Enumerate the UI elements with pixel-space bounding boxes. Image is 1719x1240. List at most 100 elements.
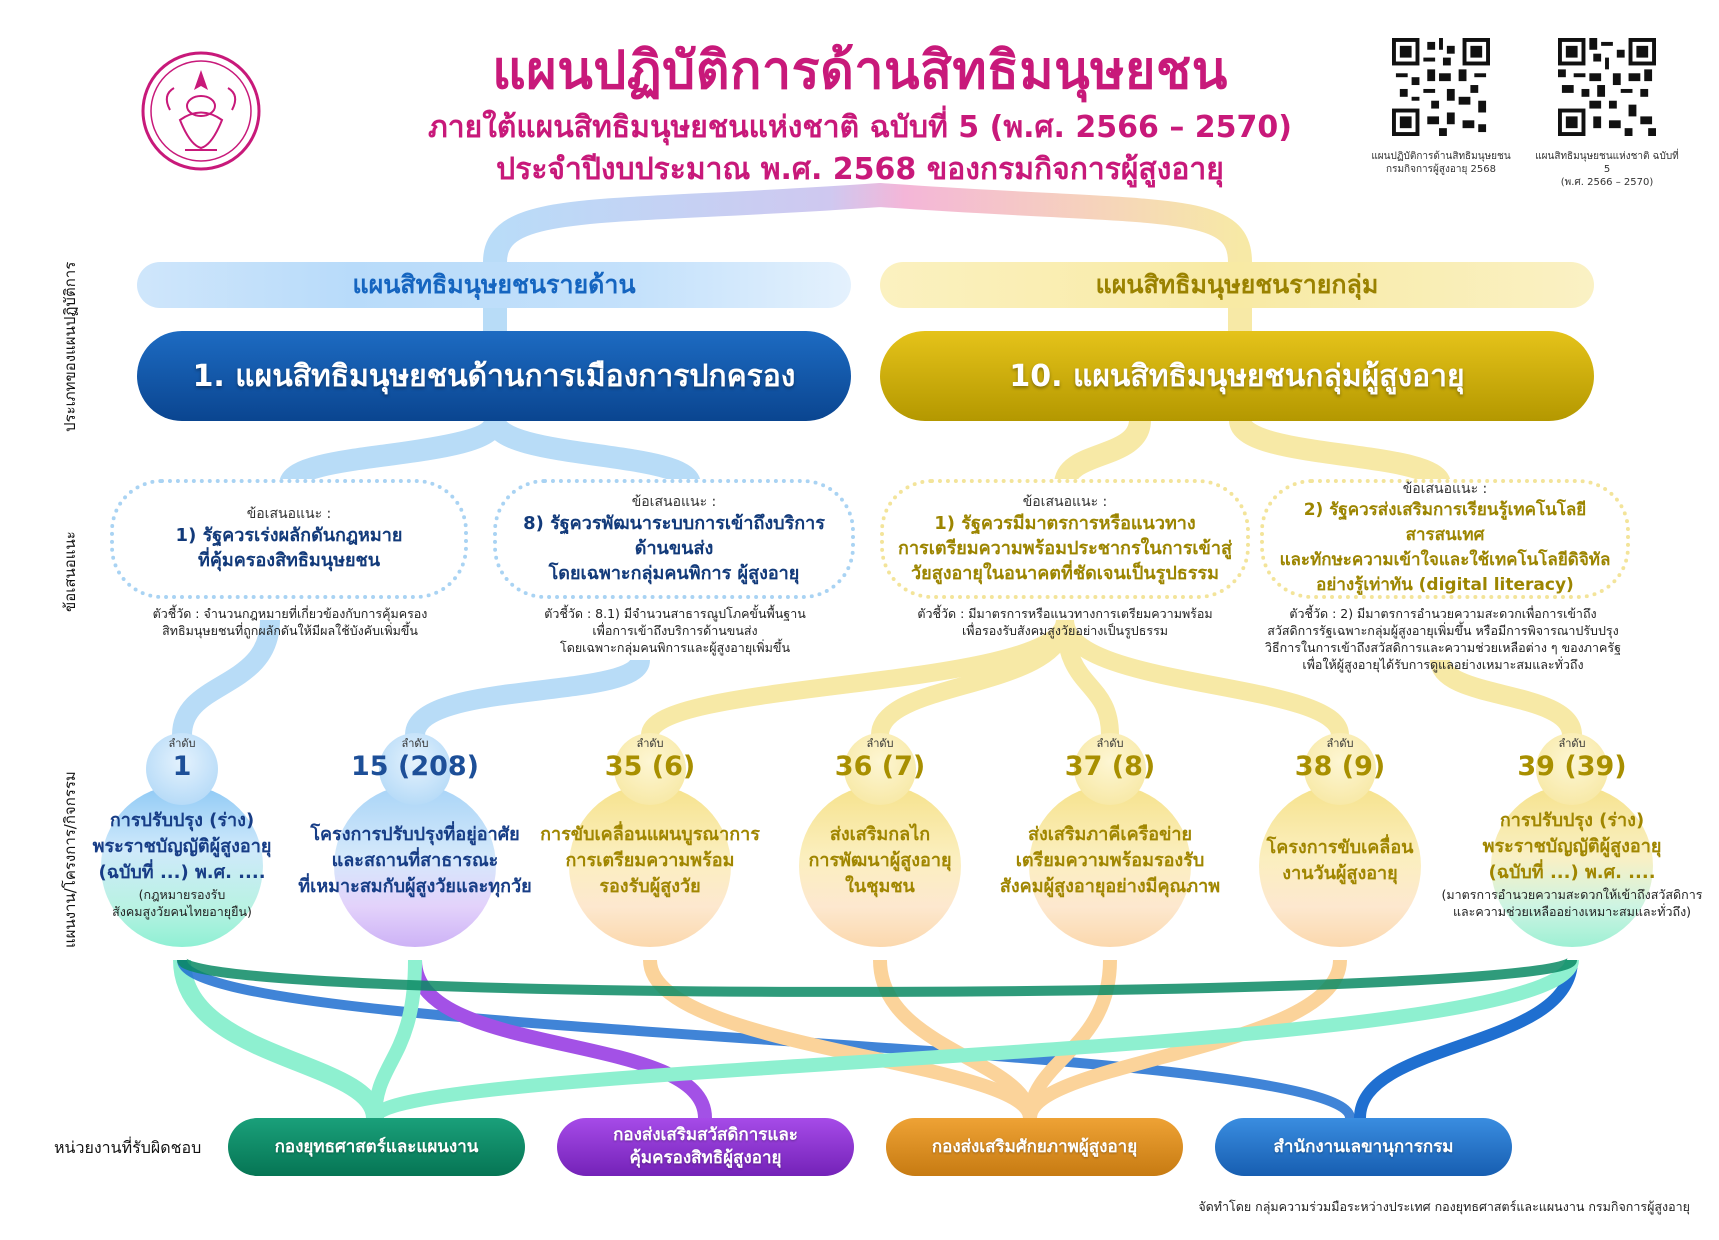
project-title-line: งานวันผู้สูงอายุ [1282, 863, 1398, 884]
project-text: การปรับปรุง (ร่าง) พระราชบัญญัติผู้สูงอา… [92, 808, 272, 920]
project-note-line: (มาตรการอำนวยความสะดวกให้เข้าถึงสวัสดิกา… [1441, 887, 1703, 902]
qr-caption-line: กรมกิจการผู้สูงอายุ 2568 [1386, 164, 1496, 175]
project-circle [1259, 785, 1421, 947]
department-seal-logo [141, 51, 261, 171]
project-title-line: โครงการขับเคลื่อน [1266, 837, 1414, 858]
indicator-line: สวัสดิการรัฐเฉพาะกลุ่มผู้สูงอายุเพิ่มขึ้… [1267, 623, 1619, 638]
recommendation-text: การเตรียมความพร้อมประชากรในการเข้าสู่ [898, 537, 1232, 559]
agency-label: กองส่งเสริมสวัสดิการและ [613, 1125, 798, 1145]
project-circle [334, 785, 496, 947]
qr-code-icon[interactable] [1558, 38, 1656, 136]
rank-caption: ลำดับ [1326, 737, 1354, 750]
project-title-line: การปรับปรุง (ร่าง) [1499, 810, 1645, 831]
rank-badge: ลำดับ 1 [146, 733, 218, 805]
plan-elderly-group: 10. แผนสิทธิมนุษยชนกลุ่มผู้สูงอายุ [880, 331, 1594, 421]
indicator-line: ตัวชี้วัด : 8.1) มีจำนวนสาธารณูปโภคขั้นพ… [544, 606, 806, 621]
recommendation-text: 8) รัฐควรพัฒนาระบบการเข้าถึงบริการด้านขน… [523, 512, 825, 559]
recommendation-card: ข้อเสนอแนะ : 1) รัฐควรเร่งผลักดันกฎหมาย … [110, 479, 468, 599]
recommendation-card: ข้อเสนอแนะ : 1) รัฐควรมีมาตรการหรือแนวทา… [880, 479, 1250, 599]
recommendation-text: อย่างรู้เท่าทัน (digital literacy) [1316, 575, 1574, 595]
agency-welfare-protection: กองส่งเสริมสวัสดิการและ คุ้มครองสิทธิผู้… [557, 1118, 854, 1176]
recommendation-text: 1) รัฐควรมีมาตรการหรือแนวทาง [934, 512, 1196, 534]
project-title-line: การขับเคลื่อนแผนบูรณาการ [540, 824, 760, 845]
rank-caption: ลำดับ [636, 737, 664, 750]
recommendation-text: วัยสูงอายุในอนาคตที่ชัดเจนเป็นรูปธรรม [911, 562, 1219, 584]
project-text: ส่งเสริมกลไก การพัฒนาผู้สูงอายุ ในชุมชน [770, 822, 990, 900]
qr-code-icon[interactable] [1392, 38, 1490, 136]
project-title-line: สังคมผู้สูงอายุอย่างมีคุณภาพ [999, 876, 1221, 897]
recommendation-label: ข้อเสนอแนะ : [1402, 481, 1488, 497]
row-label-plan-type: ประเภทของแผนปฏิบัติการ [61, 261, 79, 432]
indicator-line: เพื่อการเข้าถึงบริการด้านขนส่ง [592, 623, 758, 638]
recommendation-text: ที่คุ้มครองสิทธิมนุษยชน [197, 550, 381, 571]
rank-caption: ลำดับ [1096, 737, 1124, 750]
rank-badge: ลำดับ 35 (6) [605, 733, 695, 805]
indicator-text: ตัวชี้วัด : 2) มีมาตรการอำนวยความสะดวกเพ… [1238, 605, 1648, 673]
project-note-line: (กฎหมายรองรับ [138, 887, 226, 902]
recommendation-text: โดยเฉพาะกลุ่มคนพิการ ผู้สูงอายุ [548, 562, 800, 584]
category-by-topic: แผนสิทธิมนุษยชนรายด้าน [137, 262, 851, 308]
plan-politics-governance: 1. แผนสิทธิมนุษยชนด้านการเมืองการปกครอง [137, 331, 851, 421]
qr-code-caption: แผนปฏิบัติการด้านสิทธิมนุษยชน กรมกิจการผ… [1366, 150, 1516, 176]
project-title-line: การเตรียมความพร้อม [565, 850, 735, 871]
indicator-line: ตัวชี้วัด : มีมาตรการหรือแนวทางการเตรียม… [917, 606, 1213, 621]
project-note-line: และความช่วยเหลืออย่างเหมาะสมและทั่วถึง) [1452, 904, 1692, 919]
qr-caption-line: แผนปฏิบัติการด้านสิทธิมนุษยชน [1371, 151, 1511, 162]
rank-caption: ลำดับ [866, 737, 894, 750]
indicator-line: วิธีการในการเข้าถึงสวัสดิการและความช่วยเ… [1265, 640, 1621, 655]
recommendation-text: และทักษะความเข้าใจและใช้เทคโนโลยีดิจิทัล [1279, 550, 1611, 570]
project-title-line: โครงการปรับปรุงที่อยู่อาศัย [310, 824, 520, 845]
project-title-line: เตรียมความพร้อมรองรับ [1015, 850, 1205, 871]
rank-badge: ลำดับ 37 (8) [1065, 733, 1155, 805]
indicator-line: โดยเฉพาะกลุ่มคนพิการและผู้สูงอายุเพิ่มขึ… [559, 640, 790, 655]
rank-number: 38 (9) [1294, 751, 1386, 782]
page-subtitle-fiscal-year: ประจำปีงบประมาณ พ.ศ. 2568 ของกรมกิจการผู… [496, 152, 1224, 187]
project-text: โครงการปรับปรุงที่อยู่อาศัย และสถานที่สา… [285, 822, 545, 900]
rank-number: 37 (8) [1064, 751, 1156, 782]
page-title: แผนปฏิบัติการด้านสิทธิมนุษยชน [492, 41, 1228, 101]
project-title-line: รองรับผู้สูงวัย [599, 876, 701, 897]
recommendation-label: ข้อเสนอแนะ : [631, 493, 717, 510]
rank-badge: ลำดับ 36 (7) [835, 733, 925, 805]
project-title-line: (ฉบับที่ ...) พ.ศ. .... [1488, 862, 1656, 883]
project-circle [1029, 785, 1191, 947]
recommendation-card: ข้อเสนอแนะ : 2) รัฐควรส่งเสริมการเรียนรู… [1260, 479, 1630, 599]
row-label-agencies: หน่วยงานที่รับผิดชอบ [54, 1138, 202, 1157]
indicator-line: สิทธิมนุษยชนที่ถูกผลักดันให้มีผลใช้บังคั… [162, 623, 418, 638]
recommendation-label: ข้อเสนอแนะ : [1022, 493, 1108, 510]
project-text: การขับเคลื่อนแผนบูรณาการ การเตรียมความพร… [535, 822, 765, 900]
recommendation-text: 1) รัฐควรเร่งผลักดันกฎหมาย [175, 525, 403, 546]
project-title-line: ส่งเสริมกลไก [829, 824, 931, 845]
agency-strategy-planning: กองยุทธศาสตร์และแผนงาน [228, 1118, 525, 1176]
project-title-line: พระราชบัญญัติผู้สูงอายุ [92, 836, 272, 857]
project-title-line: พระราชบัญญัติผู้สูงอายุ [1482, 836, 1662, 857]
page-subtitle: ภายใต้แผนสิทธิมนุษยชนแห่งชาติ ฉบับที่ 5 … [428, 110, 1292, 145]
rank-badge: ลำดับ 39 (39) [1517, 733, 1627, 805]
indicator-line: เพื่อให้ผู้สูงอายุได้รับการดูแลอย่างเหมา… [1302, 657, 1584, 672]
project-title-line: และสถานที่สาธารณะ [331, 850, 499, 871]
qr-caption-line: แผนสิทธิมนุษยชนแห่งชาติ ฉบับที่ 5 [1535, 151, 1679, 175]
project-text: ส่งเสริมภาคีเครือข่าย เตรียมความพร้อมรอง… [985, 822, 1235, 900]
rank-caption: ลำดับ [401, 737, 429, 750]
agency-potential-promotion: กองส่งเสริมศักยภาพผู้สูงอายุ [886, 1118, 1183, 1176]
category-by-group: แผนสิทธิมนุษยชนรายกลุ่ม [880, 262, 1594, 308]
project-title-line: ส่งเสริมภาคีเครือข่าย [1027, 824, 1193, 845]
row-label-recommendation: ข้อเสนอแนะ [61, 531, 79, 612]
agency-label: กองส่งเสริมศักยภาพผู้สูงอายุ [931, 1136, 1138, 1157]
rank-caption: ลำดับ [168, 737, 196, 750]
agency-label: คุ้มครองสิทธิผู้สูงอายุ [629, 1148, 782, 1168]
recommendation-label: ข้อเสนอแนะ : [246, 506, 332, 522]
recommendation-text: 2) รัฐควรส่งเสริมการเรียนรู้เทคโนโลยีสาร… [1303, 500, 1587, 545]
indicator-text: ตัวชี้วัด : 8.1) มีจำนวนสาธารณูปโภคขั้นพ… [490, 605, 860, 656]
project-circle [799, 785, 961, 947]
project-title-line: การพัฒนาผู้สูงอายุ [808, 850, 952, 871]
rank-number: 35 (6) [604, 751, 696, 782]
agency-label: สำนักงานเลขานุการกรม [1273, 1136, 1454, 1157]
project-circle [1491, 785, 1653, 947]
project-title-line: (ฉบับที่ ...) พ.ศ. .... [98, 862, 266, 883]
indicator-text: ตัวชี้วัด : มีมาตรการหรือแนวทางการเตรียม… [870, 605, 1260, 639]
indicator-line: ตัวชี้วัด : 2) มีมาตรการอำนวยความสะดวกเพ… [1289, 606, 1597, 621]
project-title-line: การปรับปรุง (ร่าง) [109, 810, 255, 831]
rank-number: 36 (7) [834, 751, 926, 782]
indicator-text: ตัวชี้วัด : จำนวนกฎหมายที่เกี่ยวข้องกับก… [95, 605, 485, 639]
